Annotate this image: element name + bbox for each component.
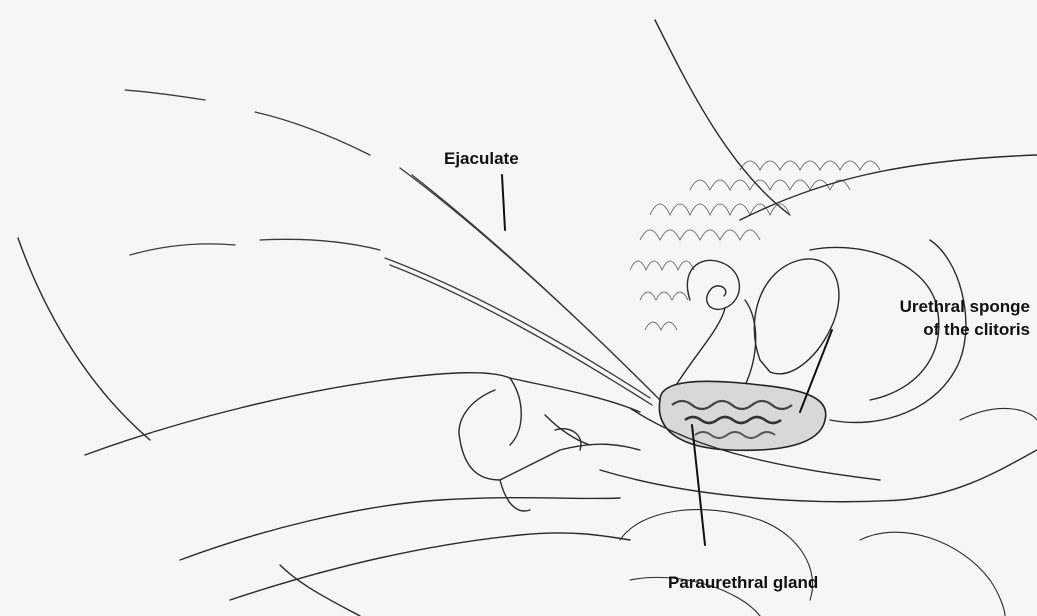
labia-inner [740, 300, 756, 395]
label-urethral-sponge-line2: of the clitoris [923, 319, 1030, 340]
posterior-curve [960, 408, 1037, 420]
clitoral-hood [687, 260, 739, 309]
hair-texture [630, 161, 880, 330]
contour-top-thigh [655, 20, 790, 215]
urethral-sponge [659, 381, 825, 450]
label-ejaculate: Ejaculate [444, 148, 519, 169]
label-paraurethral-gland: Paraurethral gland [668, 572, 818, 593]
leader-ejaculate [502, 175, 505, 230]
label-urethral-sponge-line1: Urethral sponge [900, 296, 1030, 317]
vaginal-wall-lower [600, 450, 1037, 502]
hand [85, 373, 640, 600]
bladder-outline [810, 247, 939, 400]
anal-curve [860, 532, 1005, 616]
ejaculate-streams [125, 90, 660, 405]
contour-left-body [18, 238, 150, 440]
pubic-bone [754, 259, 839, 374]
